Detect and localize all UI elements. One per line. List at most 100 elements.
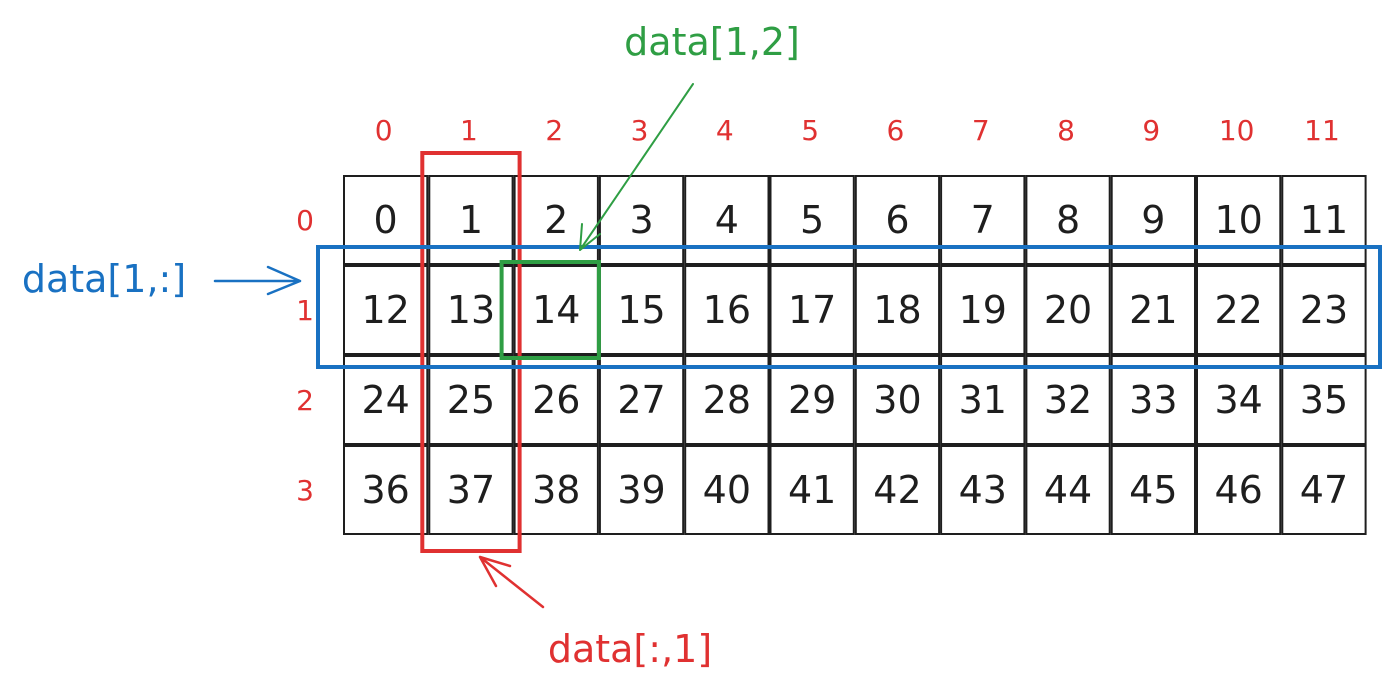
grid-cell-border: [1110, 445, 1196, 535]
element-label: data[1,2]: [624, 20, 800, 64]
grid-cell: 33: [1110, 355, 1196, 445]
grid-cell: 4: [684, 175, 770, 265]
grid-cell-border: [940, 175, 1026, 265]
grid-cell-border: [940, 265, 1026, 355]
grid-cell-value: 23: [1300, 288, 1348, 332]
row-index-label: 1: [296, 294, 314, 327]
column-slice-highlight: data[:,1]: [420, 151, 712, 671]
grid-cell: 21: [1110, 265, 1196, 355]
grid-cell: 1: [428, 175, 514, 265]
grid-cell-border: [1025, 175, 1111, 265]
column-slice-label: data[:,1]: [548, 627, 712, 671]
grid-cell-value: 44: [1044, 468, 1092, 512]
grid-cell-border: [428, 265, 514, 355]
grid-cell: 7: [940, 175, 1026, 265]
grid-cell-value: 46: [1214, 468, 1262, 512]
grid-cell-value: 36: [361, 468, 409, 512]
grid-cell-value: 47: [1300, 468, 1348, 512]
grid-cell: 18: [854, 265, 941, 355]
grid-cell: 40: [684, 445, 770, 535]
grid-cell-border: [769, 175, 855, 265]
grid-cell-border: [1110, 265, 1196, 355]
grid-cell-border: [1196, 175, 1282, 265]
grid-cell-value: 5: [800, 198, 824, 242]
grid-cell-value: 40: [703, 468, 751, 512]
grid-cell: 15: [598, 265, 685, 355]
grid-cell-value: 2: [544, 198, 568, 242]
grid-cell: 17: [769, 265, 855, 355]
grid-cell: 2: [513, 175, 599, 265]
grid-cell: 26: [513, 355, 599, 445]
grid-cell-border: [343, 355, 429, 445]
grid-cell: 23: [1281, 265, 1367, 355]
grid-cell-border: [1281, 355, 1367, 445]
grid-cell-border: [1196, 445, 1282, 535]
row-index-label: 2: [296, 384, 314, 417]
grid-cell-border: [1196, 355, 1282, 445]
element-box: [499, 260, 601, 360]
grid-cell-value: 26: [532, 378, 580, 422]
grid-cell-border: [769, 265, 855, 355]
grid-cell: 0: [343, 175, 429, 265]
grid-cell: 28: [684, 355, 770, 445]
grid-cell-value: 28: [703, 378, 751, 422]
grid-cell: 8: [1025, 175, 1111, 265]
grid-cell-value: 34: [1214, 378, 1262, 422]
grid-cell-value: 31: [959, 378, 1007, 422]
grid-cell-value: 37: [447, 468, 495, 512]
grid-cell-value: 25: [447, 378, 495, 422]
grid-cell-value: 29: [788, 378, 836, 422]
grid-cell: 38: [513, 445, 599, 535]
grid-cell: 30: [854, 355, 941, 445]
column-index-label: 2: [545, 114, 563, 147]
grid-cell-value: 42: [873, 468, 921, 512]
grid-cell-value: 12: [361, 288, 409, 332]
row-slice-box: [316, 245, 1382, 369]
grid-cell: 37: [428, 445, 514, 535]
grid-cell: 10: [1196, 175, 1282, 265]
grid-cell: 42: [854, 445, 941, 535]
grid-cell-value: 17: [788, 288, 836, 332]
grid-cell: 32: [1025, 355, 1111, 445]
grid-cell-value: 15: [617, 288, 665, 332]
grid-cell-value: 20: [1044, 288, 1092, 332]
grid-cell-border: [1025, 355, 1111, 445]
grid-cell: 34: [1196, 355, 1282, 445]
grid-cell-border: [513, 445, 599, 535]
grid-cell: 22: [1196, 265, 1282, 355]
grid-cell-value: 8: [1056, 198, 1080, 242]
grid-cell-border: [428, 175, 514, 265]
grid-cell: 39: [598, 445, 685, 535]
grid-cell: 31: [940, 355, 1026, 445]
grid-cell-value: 43: [959, 468, 1007, 512]
grid-cell-border: [598, 355, 685, 445]
grid-cell-value: 30: [873, 378, 921, 422]
grid-cell: 45: [1110, 445, 1196, 535]
row-slice-arrow: [213, 265, 302, 296]
grid-cell-border: [854, 175, 941, 265]
column-index-label: 7: [972, 114, 990, 147]
grid-cell-value: 41: [788, 468, 836, 512]
grid-cell-value: 39: [617, 468, 665, 512]
grid-cell-border: [940, 445, 1026, 535]
grid-cell: 5: [769, 175, 855, 265]
grid-cell-value: 33: [1129, 378, 1177, 422]
column-index-label: 1: [460, 114, 478, 147]
column-index-label: 3: [631, 114, 649, 147]
grid-cell: 25: [428, 355, 514, 445]
grid-cell-value: 16: [703, 288, 751, 332]
grid-cell-border: [428, 355, 514, 445]
grid-cell: 3: [598, 175, 685, 265]
column-index-label: 6: [887, 114, 905, 147]
grid-cell-value: 27: [617, 378, 665, 422]
grid-cell-value: 18: [873, 288, 921, 332]
grid-cell-value: 32: [1044, 378, 1092, 422]
row-index-label: 0: [296, 204, 314, 237]
grid-cell-border: [1025, 445, 1111, 535]
grid-cell-value: 14: [532, 288, 580, 332]
grid-cell: 47: [1281, 445, 1367, 535]
grid-cell: 13: [428, 265, 514, 355]
grid-cell-value: 4: [715, 198, 739, 242]
row-index-label: 3: [296, 474, 314, 507]
